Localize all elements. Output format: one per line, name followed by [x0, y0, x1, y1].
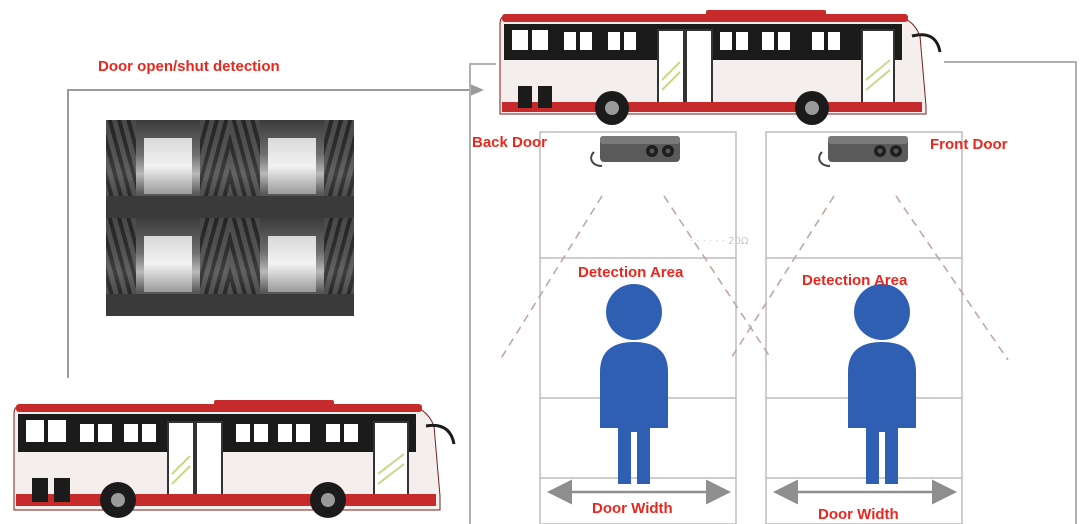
camera-feed-quad-view [106, 120, 354, 316]
detection-area-label-left: Detection Area [578, 264, 683, 281]
front-door-camera [819, 136, 908, 166]
connector-arrowhead [470, 84, 484, 96]
door-width-label-left: Door Width [592, 500, 673, 517]
outer-frame-left [470, 64, 496, 524]
camera-feed-tile [106, 218, 230, 316]
bus-bottom [14, 400, 454, 518]
bus-top [500, 10, 940, 125]
front-door-label: Front Door [930, 136, 1007, 153]
camera-feed-tile [230, 218, 354, 316]
camera-feed-tile [106, 120, 230, 218]
door-width-label-right: Door Width [818, 506, 899, 523]
door-detection-label: Door open/shut detection [98, 58, 280, 75]
person-icon-back-door [600, 284, 668, 484]
watermark-mark: · · · · · · 20Ω [690, 236, 749, 247]
back-door-camera [591, 136, 680, 166]
person-icon-front-door [848, 284, 916, 484]
back-door-label: Back Door [472, 134, 547, 151]
outer-frame-right [944, 62, 1076, 524]
camera-feed-tile [230, 120, 354, 218]
detection-area-label-right: Detection Area [802, 272, 907, 289]
